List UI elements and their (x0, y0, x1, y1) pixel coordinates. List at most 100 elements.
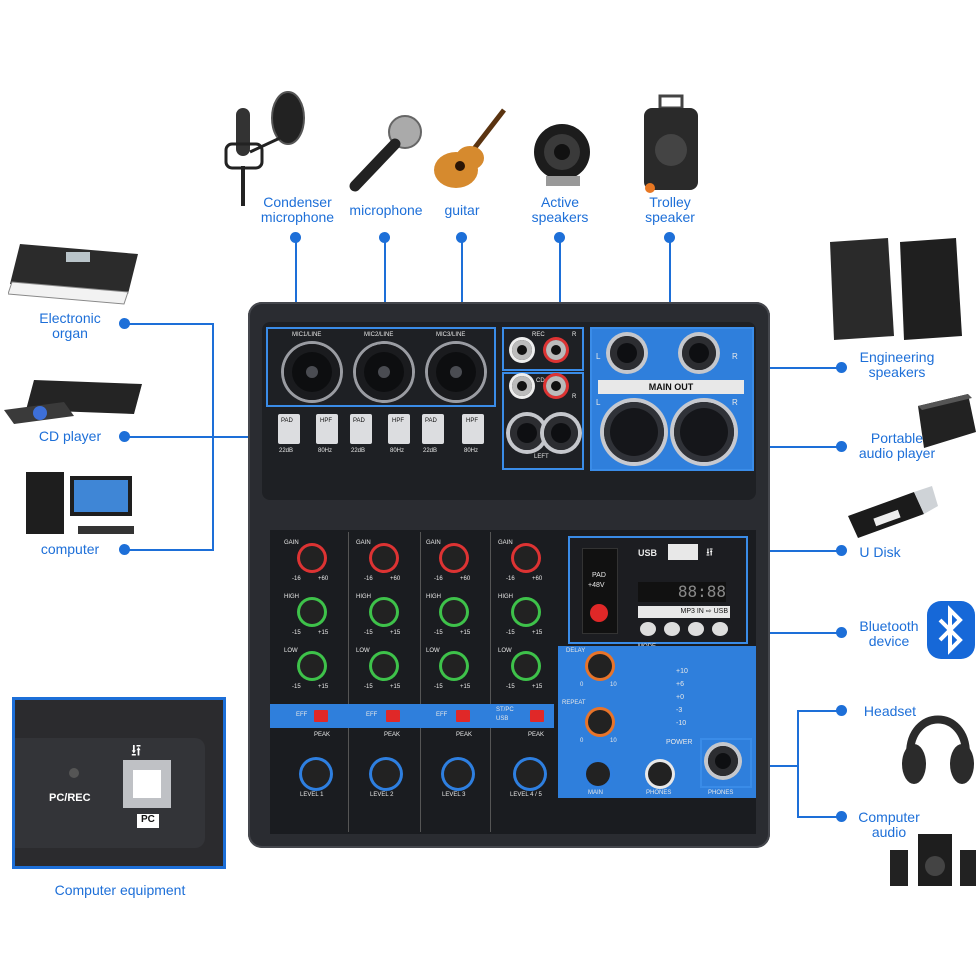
eff-button-1[interactable] (314, 710, 328, 722)
main-l-label: L (596, 352, 601, 361)
dot-guitar (456, 232, 467, 243)
pad48-label-2: +48V (588, 582, 605, 589)
line-computer (126, 549, 214, 551)
eff-label-3: EFF (436, 712, 448, 718)
high-knob-1[interactable] (300, 600, 324, 624)
mic1-label: MIC1/LINE (292, 332, 322, 338)
low-knob-2[interactable] (372, 654, 396, 678)
next-button[interactable] (688, 622, 704, 636)
main-label: MAIN (588, 790, 603, 796)
label-udisk: U Disk (859, 544, 901, 560)
high-knob-3[interactable] (442, 600, 466, 624)
eff-button-3[interactable] (456, 710, 470, 722)
gain-knob-2[interactable] (372, 546, 396, 570)
phones-jack[interactable] (708, 746, 738, 776)
high-knob-2[interactable] (372, 600, 396, 624)
low-knob-4[interactable] (514, 654, 538, 678)
computer-audio-image (890, 834, 976, 886)
gain-knob-1[interactable] (300, 546, 324, 570)
cd-rca-left[interactable] (512, 376, 532, 396)
hpf-button-1[interactable] (316, 414, 338, 444)
usb-b-port[interactable] (123, 760, 171, 808)
low-knob-1[interactable] (300, 654, 324, 678)
computer-image (26, 472, 134, 534)
gain-label-1: GAIN (284, 540, 299, 546)
peak-label-4: PEAK (528, 732, 545, 738)
dot-condenser (290, 232, 301, 243)
rec-label: REC (532, 332, 545, 338)
gain-min-4: -16 (506, 576, 515, 582)
portable-player-image (918, 394, 976, 448)
right-input-jack[interactable] (544, 416, 578, 450)
main-r-label: R (732, 352, 738, 361)
peak-label-3: PEAK (456, 732, 473, 738)
left-input-jack[interactable] (510, 416, 544, 450)
rec-rca-right[interactable] (546, 340, 566, 360)
phantom-power-button[interactable] (590, 604, 608, 622)
phones-knob[interactable] (648, 762, 672, 786)
line-guitar (461, 238, 463, 330)
pad-label-1: PAD (281, 418, 293, 424)
usb-symbol-icon: ⭿ (706, 547, 714, 559)
usb-a-port[interactable] (668, 544, 698, 560)
pad-button-3[interactable] (422, 414, 444, 444)
line-portable (750, 446, 838, 448)
low-knob-3[interactable] (442, 654, 466, 678)
main-knob[interactable] (586, 762, 610, 786)
db-label-2: 22dB (351, 448, 366, 454)
level-knob-3[interactable] (444, 760, 472, 788)
low-label-3: LOW (426, 648, 440, 654)
cd-r-label: R (572, 394, 577, 400)
hpf-button-2[interactable] (388, 414, 410, 444)
main-out-jack-left[interactable] (610, 336, 644, 370)
line-comp-audio (797, 816, 839, 818)
level2-label: LEVEL 2 (370, 792, 394, 798)
delay-knob[interactable] (588, 654, 612, 678)
mic3-combo-jack[interactable] (428, 344, 484, 400)
main-out-jack-right[interactable] (682, 336, 716, 370)
main-out-xlr-left[interactable] (604, 402, 664, 462)
cd-rca-right[interactable] (546, 376, 566, 396)
main-out-xlr-right[interactable] (674, 402, 734, 462)
gain-knob-3[interactable] (442, 546, 466, 570)
xlr-l-label: L (596, 398, 601, 407)
repeat-max: 10 (610, 738, 617, 744)
left-label: LEFT (534, 454, 549, 460)
mic2-combo-jack[interactable] (356, 344, 412, 400)
repeat-label: REPEAT (562, 700, 586, 706)
level45-label: LEVEL 4 / 5 (510, 792, 542, 798)
db-label-1: 22dB (279, 448, 294, 454)
high-label-2: HIGH (356, 594, 371, 600)
pad-button-1[interactable] (278, 414, 300, 444)
play-button[interactable] (712, 622, 728, 636)
meter-label: +0 (676, 694, 684, 701)
high-knob-4[interactable] (514, 600, 538, 624)
phones-jack-box (700, 738, 752, 788)
peak-label-1: PEAK (314, 732, 331, 738)
repeat-knob[interactable] (588, 710, 612, 734)
gain-knob-4[interactable] (514, 546, 538, 570)
dot-computer (119, 544, 130, 555)
rec-rca-left[interactable] (512, 340, 532, 360)
eff-button-2[interactable] (386, 710, 400, 722)
dot-cd (119, 431, 130, 442)
high-label-1: HIGH (284, 594, 299, 600)
cd-input-box (502, 372, 584, 470)
label-comp-equip: Computer equipment (54, 882, 186, 898)
eff-button-4[interactable] (530, 710, 544, 722)
level-knob-4[interactable] (516, 760, 544, 788)
prev-button[interactable] (664, 622, 680, 636)
hpf-button-3[interactable] (462, 414, 484, 444)
level-knob-2[interactable] (372, 760, 400, 788)
pad-button-2[interactable] (350, 414, 372, 444)
channel-divider (420, 532, 421, 832)
low-max-3: +15 (460, 684, 471, 690)
label-computer: computer (40, 541, 100, 557)
mic1-combo-jack[interactable] (284, 344, 340, 400)
mode-button[interactable] (640, 622, 656, 636)
line-udisk (748, 550, 838, 552)
level-knob-1[interactable] (302, 760, 330, 788)
high-max-1: +15 (318, 630, 329, 636)
